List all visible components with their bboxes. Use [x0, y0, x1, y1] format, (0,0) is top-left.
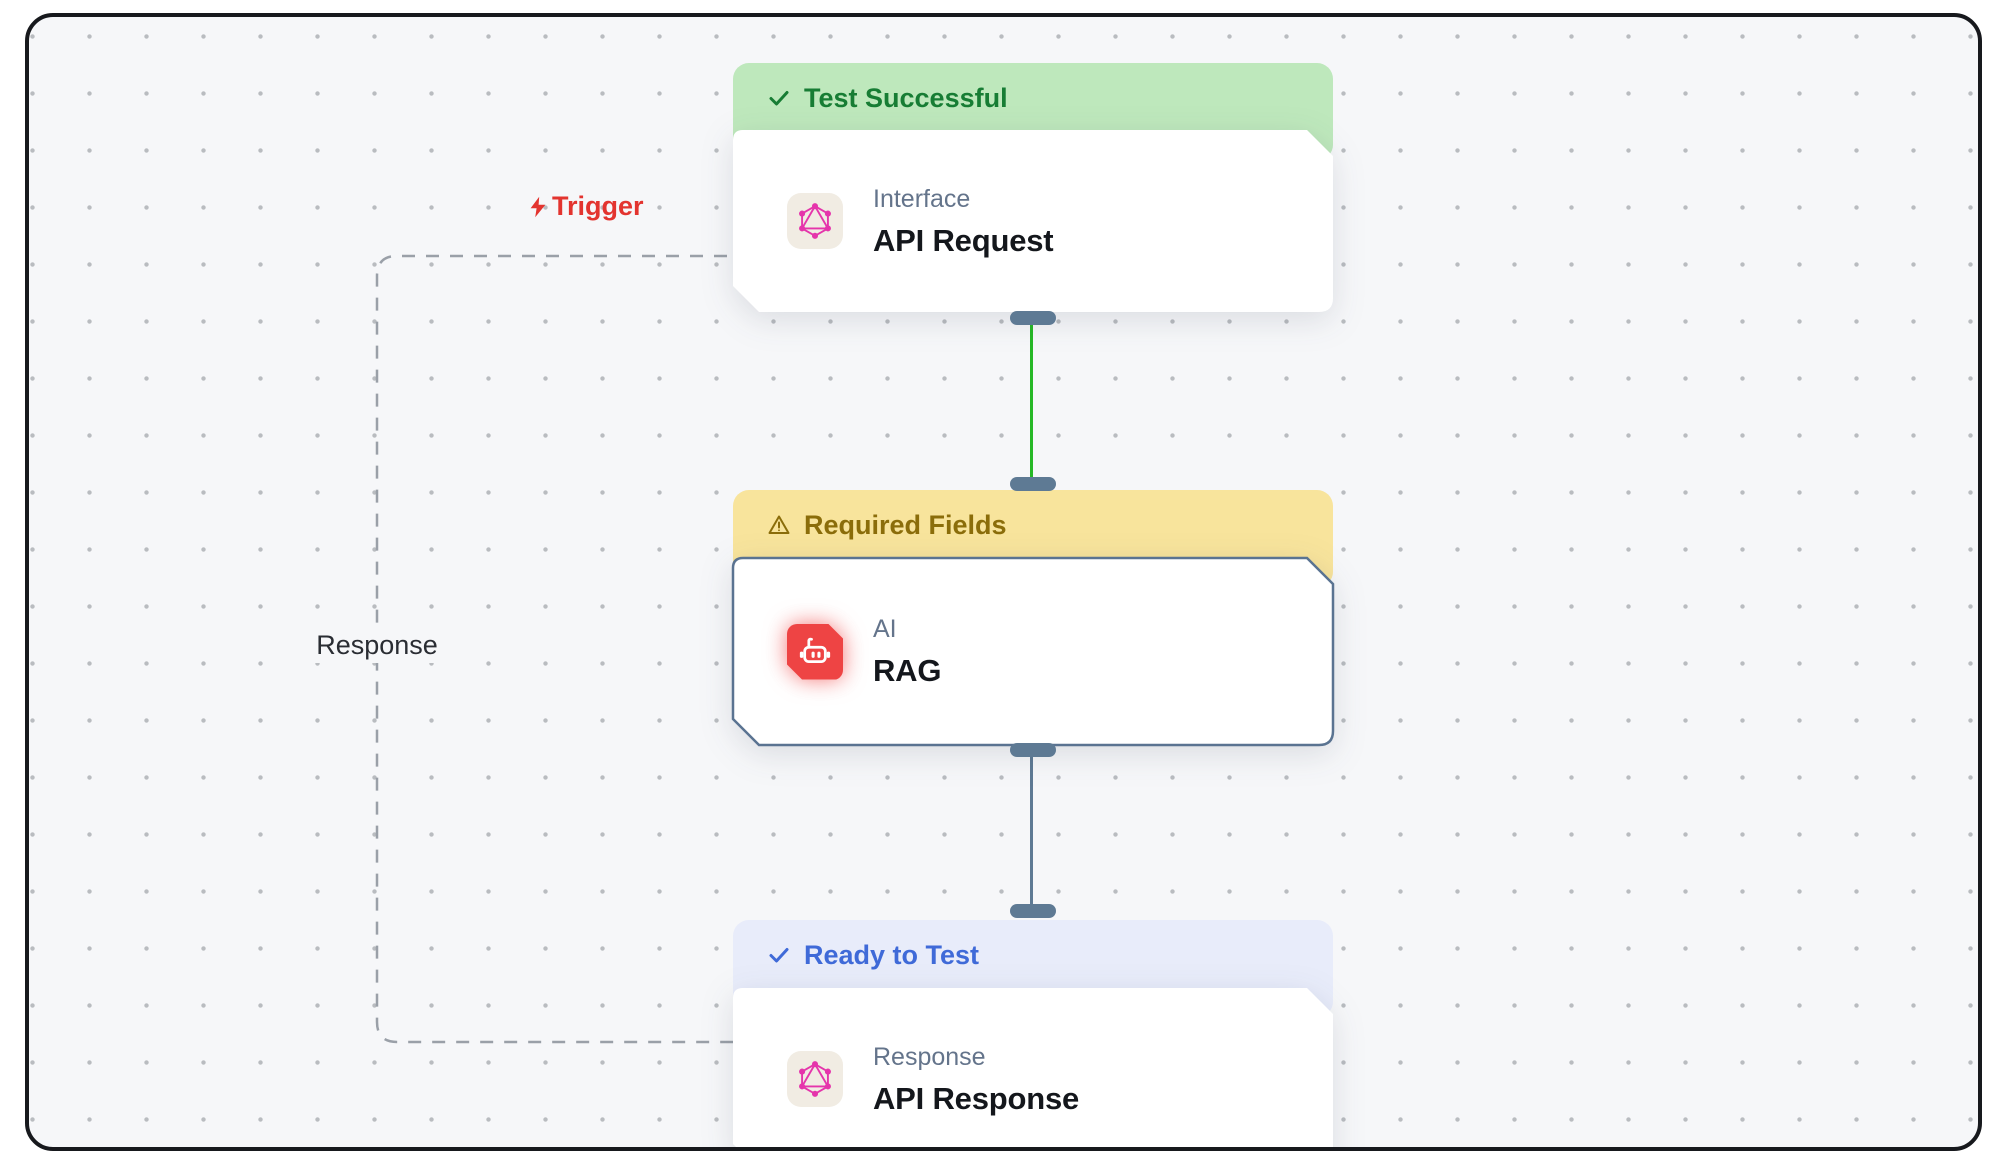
edge-rag-apiresponse[interactable] — [1030, 752, 1033, 912]
handle-rag-bottom[interactable] — [1010, 743, 1056, 757]
node-rag[interactable]: Required Fields — [731, 490, 1335, 747]
status-label: Ready to Test — [804, 940, 980, 970]
graphql-icon — [787, 193, 843, 249]
node-api-request[interactable]: Test Successful Interf — [733, 63, 1333, 312]
check-icon — [767, 82, 791, 114]
trigger-label-text: Trigger — [552, 191, 644, 221]
handle-apirequest-bottom[interactable] — [1010, 311, 1056, 325]
robot-icon — [787, 624, 843, 680]
check-icon — [767, 939, 791, 971]
bolt-icon — [526, 195, 550, 219]
trigger-label: Trigger — [526, 191, 644, 222]
response-edge-label: Response — [301, 628, 453, 663]
workflow-canvas-frame: Trigger Response Test Successful — [25, 13, 1982, 1151]
node-category: AI — [873, 615, 897, 643]
workflow-canvas[interactable]: Trigger Response Test Successful — [29, 17, 1978, 1147]
handle-rag-top[interactable] — [1010, 477, 1056, 491]
edge-apirequest-rag[interactable] — [1030, 317, 1033, 483]
edge-response-loop[interactable] — [29, 17, 1970, 1139]
node-category: Interface — [873, 184, 971, 213]
node-api-response[interactable]: Ready to Test Response — [733, 920, 1333, 1147]
node-category: Response — [873, 1042, 986, 1071]
handle-apiresponse-top[interactable] — [1010, 904, 1056, 918]
status-label: Required Fields — [804, 510, 1007, 540]
graphql-icon — [787, 1051, 843, 1107]
node-title: API Response — [873, 1080, 1080, 1116]
node-body — [733, 988, 1333, 1147]
node-body — [733, 130, 1333, 312]
node-title: RAG — [873, 653, 942, 688]
node-title: API Request — [873, 222, 1054, 258]
status-label: Test Successful — [804, 83, 1008, 113]
warning-icon — [767, 509, 791, 541]
node-body-selected — [731, 556, 1335, 747]
